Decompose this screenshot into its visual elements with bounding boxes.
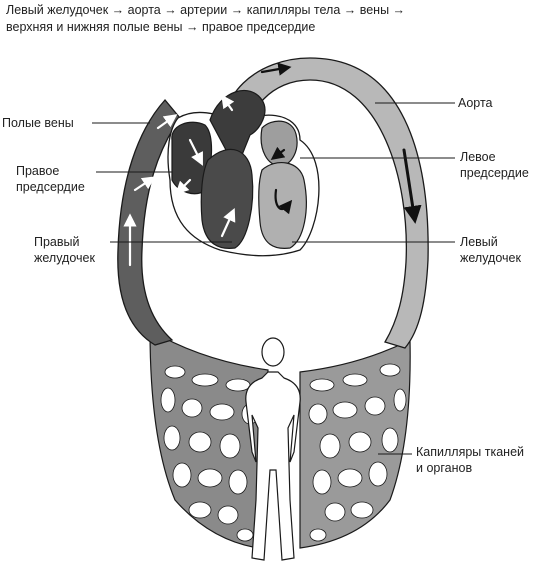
label-right-ventricle: Правый желудочек — [34, 234, 95, 266]
label-vena-cava: Полые вены — [2, 115, 74, 131]
label-left-ventricle-line2: желудочек — [460, 251, 521, 265]
left-atrium — [260, 120, 298, 167]
label-capillaries-line2: и органов — [416, 461, 473, 475]
label-left-ventricle: Левый желудочек — [460, 234, 521, 266]
label-right-ventricle-line1: Правый — [34, 235, 80, 249]
caption-line-2: верхняя и нижняя полые вены → правое пре… — [6, 20, 316, 34]
label-left-ventricle-line1: Левый — [460, 235, 498, 249]
label-left-atrium-line2: предсердие — [460, 166, 529, 180]
label-vena-cava-text: Полые вены — [2, 116, 74, 130]
label-left-atrium-line1: Левое — [460, 150, 496, 164]
right-ventricle — [200, 148, 254, 249]
caption-line-1: Левый желудочек → аорта → артерии → капи… — [6, 3, 406, 17]
label-capillaries-line1: Капилляры тканей — [416, 445, 525, 459]
label-capillaries: Капилляры тканей и органов — [416, 444, 524, 476]
human-figure — [245, 337, 301, 561]
label-right-ventricle-line2: желудочек — [34, 251, 95, 265]
label-left-atrium: Левое предсердие — [460, 149, 529, 181]
capillary-bed-left — [149, 328, 269, 549]
left-ventricle — [258, 162, 307, 249]
aorta-vessel — [222, 57, 429, 349]
diagram-caption: Левый желудочек → аорта → артерии → капи… — [6, 2, 542, 36]
label-aorta-text: Аорта — [458, 96, 493, 110]
flow-arrows — [123, 62, 422, 267]
label-right-atrium-line1: Правое — [16, 164, 60, 178]
vena-cava-vessel — [117, 99, 181, 346]
label-right-atrium: Правое предсердие — [16, 163, 85, 195]
capillary-bed-right — [299, 339, 411, 549]
label-aorta: Аорта — [458, 95, 493, 111]
leader-lines — [92, 102, 455, 455]
label-right-atrium-line2: предсердие — [16, 180, 85, 194]
